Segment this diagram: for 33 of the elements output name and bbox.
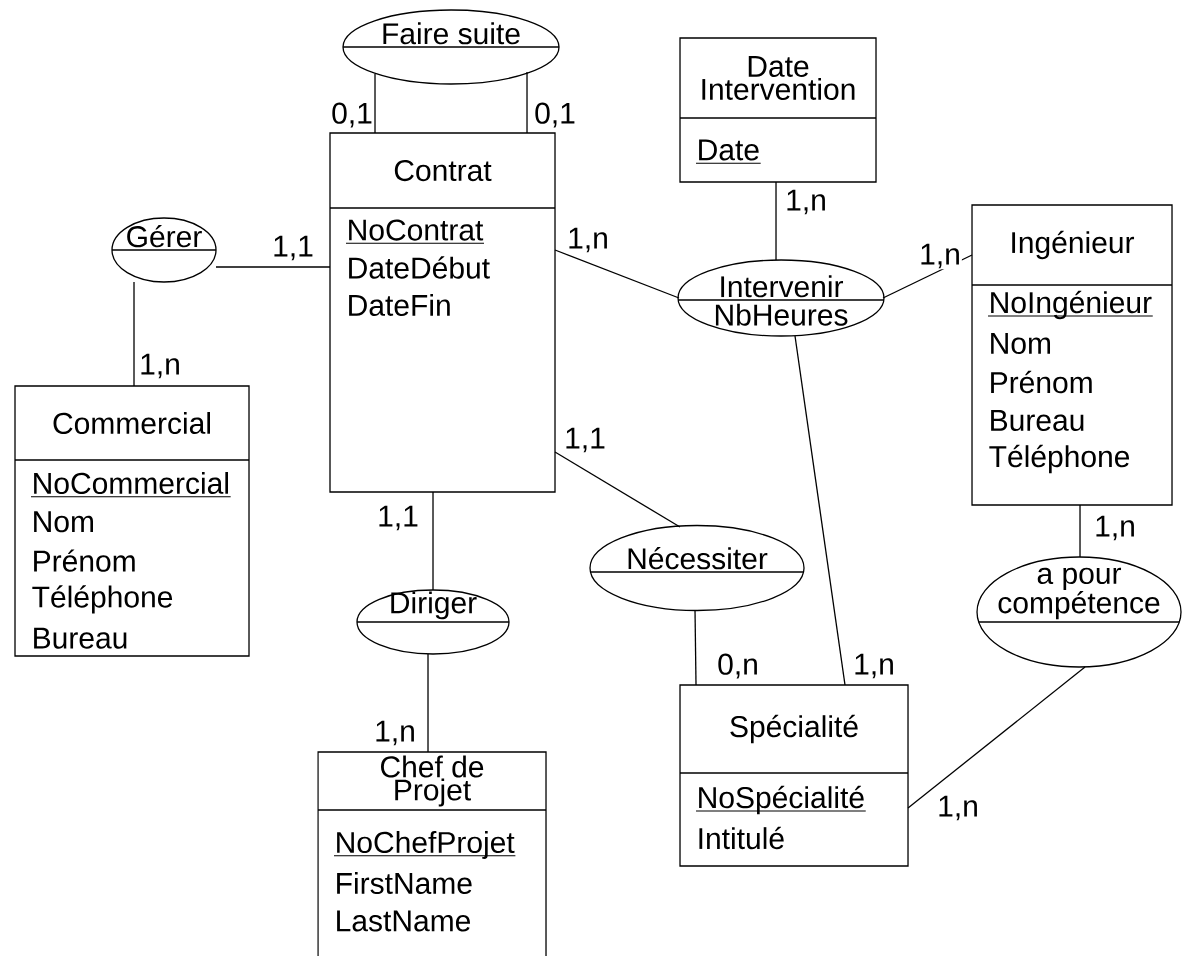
connector-line [1079, 504, 1081, 558]
entity-box: Chef de Projet NoChefProjet FirstName LastName [317, 751, 547, 956]
connector-line [794, 335, 846, 686]
cardinality-label: 1,n [918, 242, 962, 270]
connector-line [215, 266, 331, 268]
cardinality-label: 1,1 [376, 504, 420, 532]
cardinality-label: 1,n [373, 719, 417, 747]
connector-line [432, 491, 434, 591]
cardinality-label: 1,1 [271, 234, 315, 262]
cardinality-label: 1,n [566, 226, 610, 254]
connector-line [427, 653, 429, 753]
connector-line [907, 666, 1086, 809]
cardinality-label: 0,1 [330, 101, 374, 129]
connector-line [554, 249, 680, 299]
cardinality-label: 0,n [716, 652, 760, 680]
cardinality-label: 1,n [1093, 514, 1137, 542]
cardinality-label: 0,1 [533, 101, 577, 129]
entity-box: Contrat NoContrat DateDébut DateFin [329, 132, 556, 493]
connector-line [554, 451, 681, 528]
cardinality-label: 1,1 [563, 426, 607, 454]
cardinality-label: 1,n [936, 794, 980, 822]
connector-line [374, 73, 376, 134]
entity-box: Ingénieur NoIngénieur Nom Prénom Bureau Téléphone [971, 204, 1173, 506]
connector-line [526, 71, 528, 134]
connector-line [775, 181, 777, 261]
connector-line [694, 609, 697, 686]
entity-box: Date Intervention Date [679, 37, 877, 183]
cardinality-label: 1,n [784, 188, 828, 216]
cardinality-label: 1,n [138, 352, 182, 380]
entity-box: Commercial NoCommercial Nom Prénom Téléphone Bureau [14, 385, 250, 657]
connector-line [133, 281, 135, 387]
cardinality-label: 1,n [852, 652, 896, 680]
entity-box: Spécialité NoSpécialité Intitulé [679, 684, 909, 867]
